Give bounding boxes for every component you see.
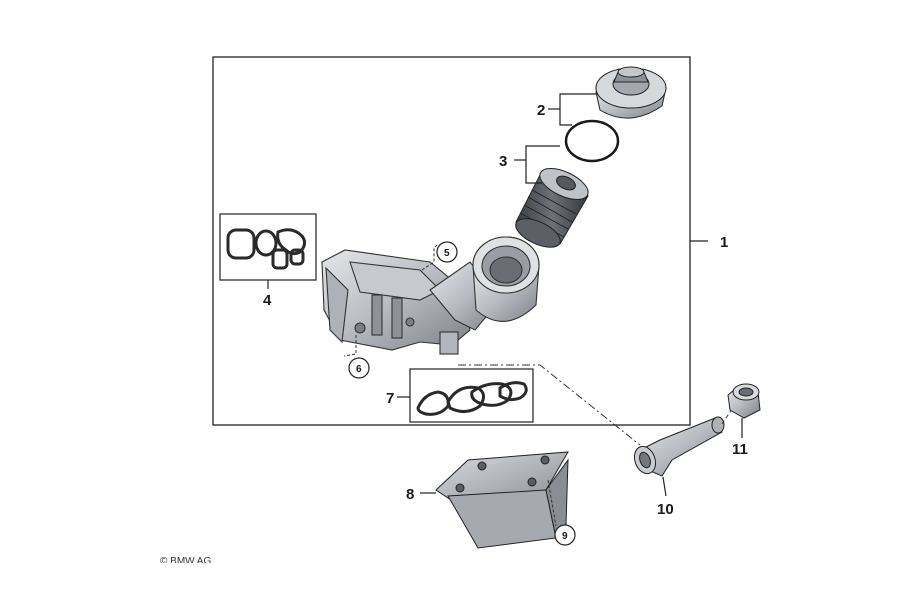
callout-4: 4 (263, 292, 272, 309)
gasket-set-4 (226, 228, 307, 270)
elbow-pipe (633, 416, 725, 477)
leader-9 (547, 479, 557, 527)
callout-11: 11 (732, 441, 748, 458)
callout-2: 2 (537, 102, 545, 119)
callout-8: 8 (406, 486, 414, 503)
callout-1: 1 (720, 234, 728, 251)
callout-7: 7 (386, 390, 394, 407)
bracket-leaders (514, 93, 598, 184)
circle-9 (554, 524, 576, 546)
circle-6 (348, 357, 370, 379)
callout-6: 6 (356, 364, 362, 375)
callout-10: 10 (657, 501, 674, 518)
callout-9: 9 (562, 531, 568, 542)
leader-10 (662, 476, 667, 497)
connector-11 (727, 383, 761, 419)
leader-5 (421, 244, 438, 271)
oil-cooler (435, 451, 569, 549)
circle-5 (436, 241, 458, 263)
copyright-note: © BMW AG (160, 556, 212, 563)
callout-3: 3 (499, 153, 507, 170)
oil-filter-cap (595, 66, 667, 119)
o-ring (564, 119, 620, 163)
leader-6 (343, 335, 357, 357)
oil-filter-element (515, 168, 589, 248)
dash-dot-link (458, 364, 641, 446)
gasket-set-box (219, 213, 317, 281)
gasket-kit-7 (416, 381, 528, 416)
oil-filter-housing (321, 236, 540, 355)
callout-5: 5 (444, 248, 450, 259)
